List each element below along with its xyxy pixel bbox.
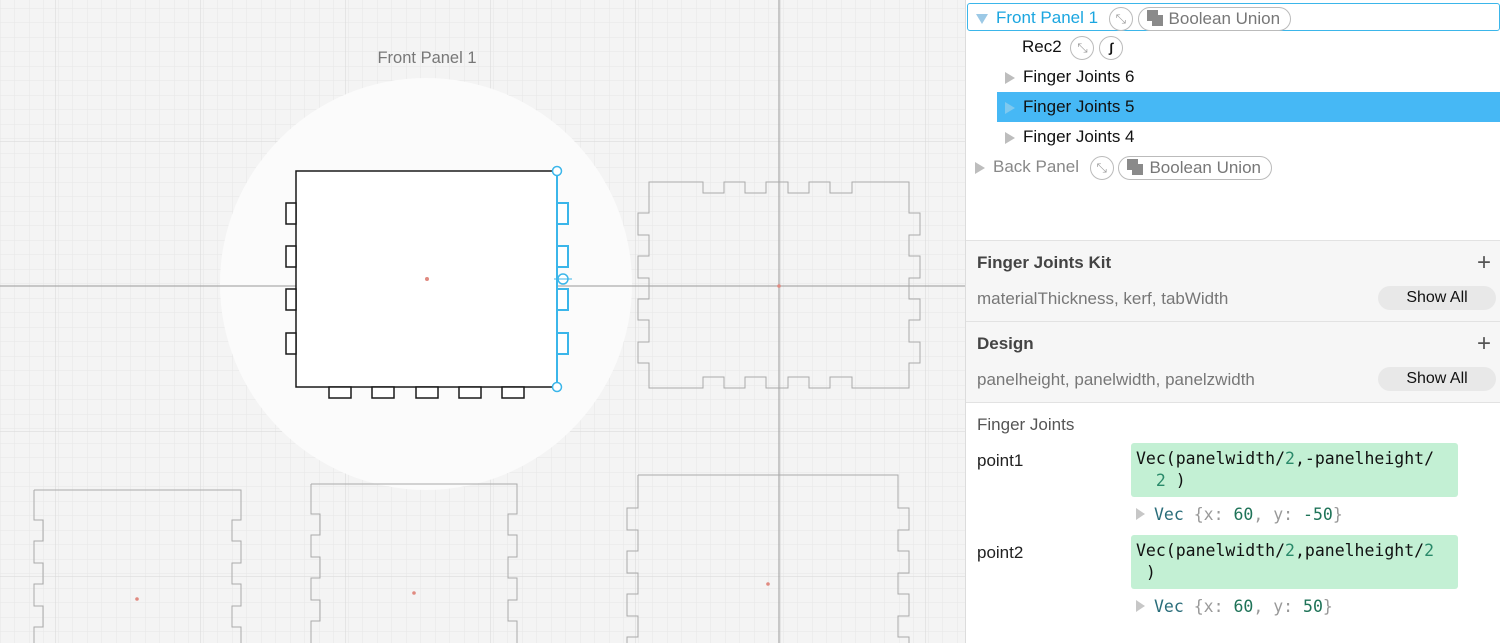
tree-item-finger-joints-6[interactable]: Finger Joints 6 — [1005, 62, 1135, 92]
expr-number: 2 — [1155, 471, 1166, 490]
result-y: -50 — [1303, 505, 1333, 524]
finger-joints-kit-section: Finger Joints Kit + materialThickness, k… — [966, 240, 1500, 322]
add-icon[interactable]: + — [1476, 249, 1491, 276]
front-panel-shape — [285, 170, 558, 399]
transform-icon[interactable]: ⤡ — [1108, 6, 1133, 31]
tree-item-label: Rec2 — [1022, 37, 1062, 56]
section-title: Design — [977, 334, 1034, 353]
collapsed-icon[interactable] — [1005, 71, 1015, 84]
collapsed-icon[interactable] — [1005, 131, 1015, 144]
section-title: Finger Joints Kit — [977, 253, 1112, 272]
expr-text: ) — [1136, 563, 1156, 582]
tree-item-label: Front Panel 1 — [996, 8, 1099, 27]
prop-label-point1: point1 — [977, 451, 1024, 470]
expr-number: 2 — [1285, 449, 1295, 468]
tree-item-front-panel-1[interactable]: Front Panel 1 ⤡ Boolean Union — [967, 3, 1500, 31]
badge-label: Boolean Union — [1149, 157, 1261, 177]
side-panel-shape-2 — [310, 483, 518, 643]
expr-number: 2 — [1285, 541, 1295, 560]
transform-icon[interactable]: ⤡ — [1089, 155, 1114, 180]
selected-shape-label: Front Panel 1 — [377, 49, 476, 67]
tree-item-label: Finger Joints 5 — [1023, 97, 1135, 116]
result-type: Vec — [1154, 597, 1184, 616]
boolean-union-badge[interactable]: Boolean Union — [1137, 6, 1292, 31]
expr-number: 2 — [1424, 541, 1435, 560]
inspector-title: Finger Joints — [977, 415, 1075, 434]
result-type: Vec — [1154, 505, 1184, 524]
back-panel-shape — [637, 181, 921, 389]
collapsed-icon[interactable] — [975, 161, 985, 174]
boolean-union-icon — [1146, 10, 1163, 27]
expr-text: Vec(panelwidth/ — [1136, 449, 1286, 468]
tree-item-label: Back Panel — [993, 157, 1079, 176]
boolean-union-badge[interactable]: Boolean Union — [1118, 155, 1272, 180]
show-all-button[interactable]: Show All — [1378, 367, 1496, 391]
tree-item-finger-joints-5[interactable]: Finger Joints 5 — [997, 92, 1500, 122]
tree-item-rec2[interactable]: Rec2 ⤡ ∫ — [1022, 32, 1124, 62]
boolean-union-icon — [1127, 159, 1144, 176]
handle-point1 — [551, 165, 563, 177]
expand-result-icon[interactable] — [1136, 507, 1145, 520]
result-y: 50 — [1303, 597, 1323, 616]
badge-label: Boolean Union — [1168, 8, 1281, 28]
point1-expression[interactable]: Vec(panelwidth/2,-panelheight/ 2 ) — [1131, 443, 1458, 497]
section-params: materialThickness, kerf, tabWidth — [977, 289, 1229, 308]
curve-icon[interactable]: ∫ — [1099, 35, 1124, 60]
point1-result[interactable]: Vec {x: 60, y: -50} — [1136, 505, 1343, 524]
expr-text: ,-panelheight/ — [1294, 449, 1435, 468]
result-x: 60 — [1233, 505, 1254, 524]
tree-item-label: Finger Joints 4 — [1023, 127, 1135, 146]
add-icon[interactable]: + — [1476, 330, 1491, 357]
side-panel-shape-1 — [33, 489, 242, 643]
section-params: panelheight, panelwidth, panelzwidth — [977, 370, 1255, 389]
expr-text: ,panelheight/ — [1294, 541, 1425, 560]
selected-finger-joints — [551, 165, 572, 393]
right-panel: Front Panel 1 ⤡ Boolean Union Rec2 ⤡ ∫ F… — [965, 0, 1500, 643]
handle-point2 — [551, 381, 563, 393]
design-canvas[interactable]: Front Panel 1 — [0, 0, 965, 643]
expand-icon[interactable] — [976, 13, 988, 24]
design-section: Design + panelheight, panelwidth, panelz… — [966, 321, 1500, 403]
expr-text: ) — [1165, 471, 1186, 490]
collapsed-icon[interactable] — [1005, 101, 1015, 114]
transform-icon[interactable]: ⤡ — [1070, 35, 1095, 60]
show-all-button[interactable]: Show All — [1378, 286, 1496, 310]
inspector: Finger Joints point1 Vec(panelwidth/2,-p… — [966, 402, 1500, 643]
tree-item-back-panel[interactable]: Back Panel ⤡ Boolean Union — [975, 152, 1272, 182]
point2-expression[interactable]: Vec(panelwidth/2,panelheight/2 ) — [1131, 535, 1458, 589]
bottom-panel-shape — [626, 474, 910, 643]
expand-result-icon[interactable] — [1136, 599, 1145, 612]
tree-item-finger-joints-4[interactable]: Finger Joints 4 — [1005, 122, 1135, 152]
canvas-drawing[interactable]: Front Panel 1 — [0, 0, 965, 643]
result-x: 60 — [1233, 597, 1254, 616]
tree-item-label: Finger Joints 6 — [1023, 67, 1135, 86]
prop-label-point2: point2 — [977, 543, 1024, 562]
expr-text: Vec(panelwidth/ — [1136, 541, 1286, 560]
point2-result[interactable]: Vec {x: 60, y: 50} — [1136, 597, 1333, 616]
